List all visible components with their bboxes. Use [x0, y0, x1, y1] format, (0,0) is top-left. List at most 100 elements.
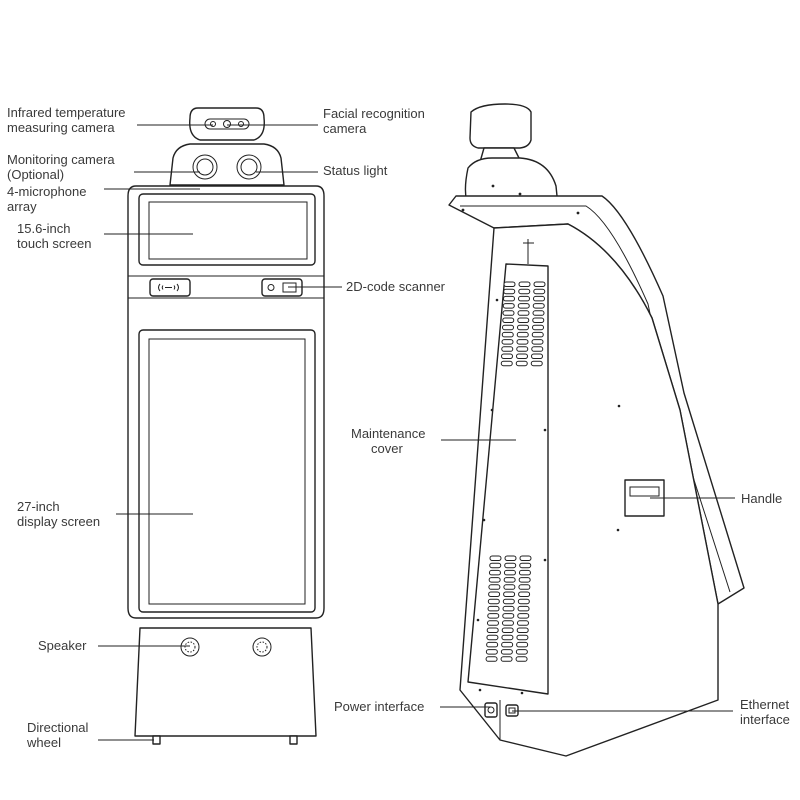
vent-slot: [500, 360, 513, 367]
vent-slot: [501, 627, 514, 633]
vent-slot: [501, 634, 514, 641]
vent-slot: [487, 605, 500, 612]
vent-slot: [488, 584, 501, 590]
label-power-interface: Power interface: [334, 699, 424, 714]
infrared-camera-pod: [189, 107, 265, 141]
vent-slot: [516, 627, 529, 633]
vent-slot: [489, 555, 502, 561]
vent-slot: [518, 569, 531, 576]
vent-slot: [532, 317, 545, 323]
vent-slot: [485, 656, 498, 662]
vent-slot: [517, 598, 530, 605]
vent-slot: [515, 360, 528, 367]
vent-slot: [501, 620, 514, 626]
vent-slot: [516, 641, 529, 648]
vent-slot: [501, 331, 514, 338]
label-monitoring-camera: Monitoring camera(Optional): [7, 152, 115, 182]
vent-slots-upper: [500, 281, 546, 367]
vent-slot: [517, 303, 530, 309]
vent-slot: [486, 634, 499, 641]
vent-slot: [487, 613, 500, 619]
vent-slot: [501, 641, 514, 648]
vent-slot: [502, 303, 515, 309]
label-code-scanner: 2D-code scanner: [346, 279, 446, 294]
vent-slot: [500, 649, 513, 655]
vent-slot: [517, 605, 530, 612]
vent-slot: [501, 339, 514, 345]
vent-slot: [502, 598, 515, 605]
vent-slot: [500, 656, 513, 662]
vent-slot: [517, 317, 530, 323]
vent-slot: [516, 339, 529, 345]
vent-slot: [503, 591, 516, 597]
vent-slot: [518, 295, 530, 302]
vent-slot: [503, 577, 516, 583]
vent-slot: [489, 562, 502, 569]
vent-slot: [531, 339, 544, 345]
vent-slot: [515, 656, 528, 662]
vent-slot: [531, 331, 544, 338]
vent-slot: [532, 303, 545, 309]
vent-slot: [518, 591, 531, 597]
vent-slot: [486, 627, 499, 633]
label-status-light: Status light: [323, 163, 388, 178]
vent-slot: [502, 310, 515, 316]
vent-slot: [486, 641, 499, 648]
vent-slot: [503, 569, 516, 576]
vent-slot: [503, 288, 516, 295]
display-screen: [138, 329, 316, 613]
vent-slot: [516, 353, 528, 359]
vent-slot: [533, 295, 545, 302]
vent-slot: [488, 577, 501, 583]
handle: [624, 479, 665, 517]
vent-slot: [517, 310, 530, 316]
side-head-tablet: [469, 103, 532, 149]
vent-slot: [502, 317, 515, 323]
side-view: [440, 103, 745, 757]
vent-slot: [504, 555, 517, 561]
vent-slot: [516, 346, 529, 352]
vent-slot: [516, 634, 529, 641]
vent-slot: [501, 353, 513, 359]
vent-slot: [518, 288, 531, 295]
vent-slot: [519, 562, 532, 569]
vent-slot: [533, 288, 546, 295]
vent-slot: [502, 605, 515, 612]
vent-slot: [530, 360, 543, 367]
power-port: [484, 702, 498, 718]
vent-slot: [503, 584, 516, 590]
vent-slot: [517, 324, 529, 331]
vent-slot: [501, 346, 514, 352]
vent-slot: [502, 613, 515, 619]
vent-slot: [488, 591, 501, 597]
label-speaker: Speaker: [38, 638, 87, 653]
front-view: [98, 107, 342, 745]
vent-slot: [518, 577, 531, 583]
vent-slot: [531, 346, 544, 352]
scanner-strip: [128, 275, 324, 299]
vent-slots-lower: [485, 555, 532, 662]
label-handle: Handle: [741, 491, 782, 506]
vent-slot: [533, 281, 546, 287]
wheel-left: [152, 735, 161, 745]
vent-slot: [504, 562, 517, 569]
vent-slot: [518, 584, 531, 590]
vent-slot: [531, 353, 543, 359]
vent-slot: [485, 649, 498, 655]
vent-slot: [532, 310, 545, 316]
vent-slot: [515, 649, 528, 655]
vent-slot: [503, 295, 515, 302]
vent-slot: [487, 598, 500, 605]
vent-slot: [516, 331, 529, 338]
touch-screen: [138, 193, 316, 266]
